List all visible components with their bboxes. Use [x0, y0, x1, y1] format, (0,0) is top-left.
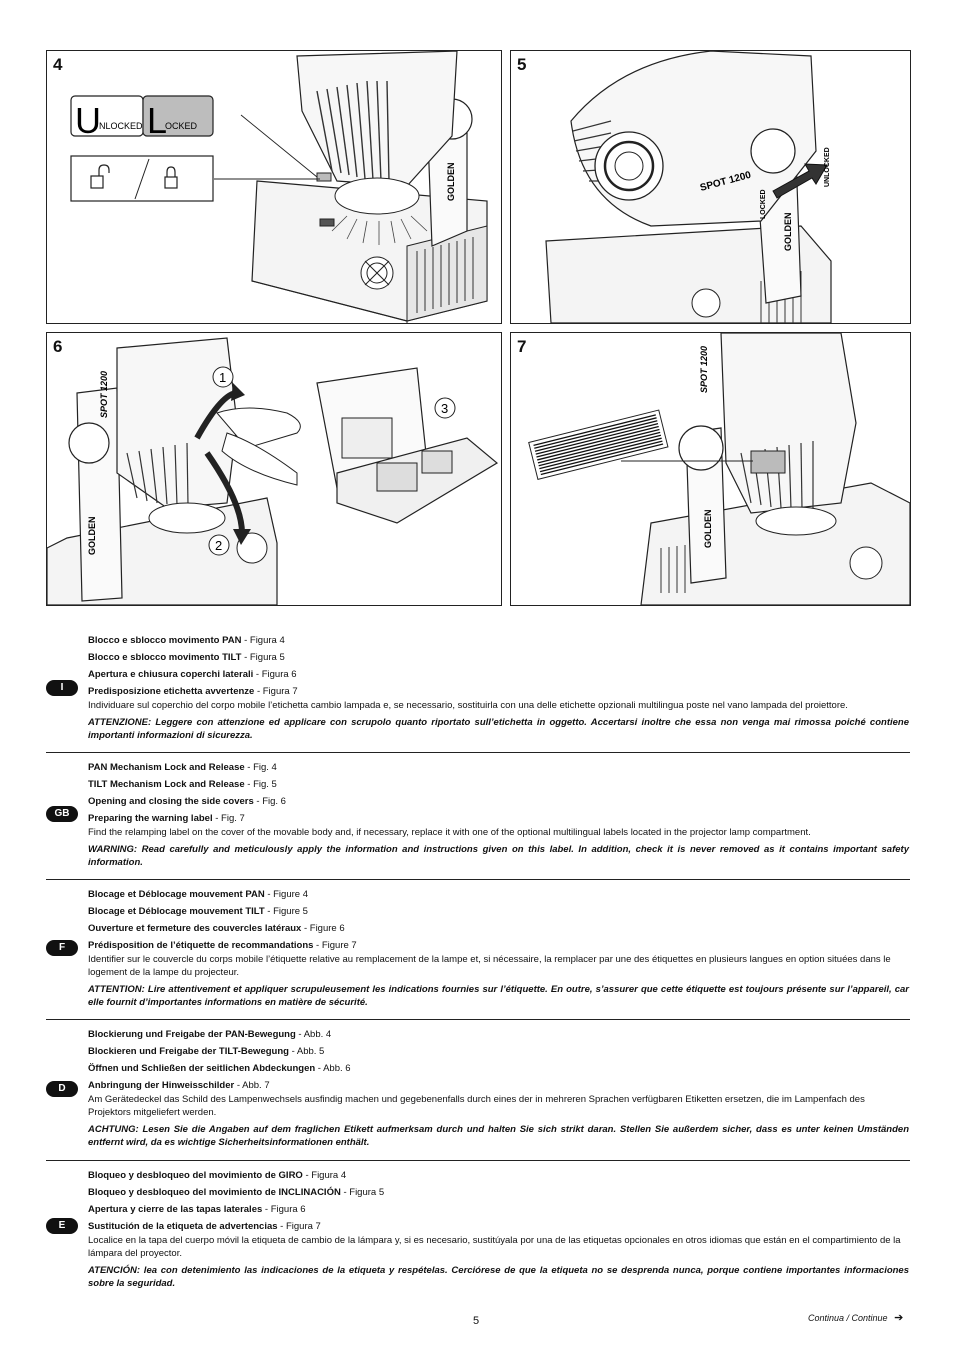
locked-small-text: OCKED	[165, 121, 198, 131]
section-spanish: E Bloqueo y desbloqueo del movimiento de…	[46, 1169, 910, 1294]
instruction-item: Apertura y cierre de las tapas laterales…	[88, 1204, 306, 1215]
warning-text: ATTENTION: Lire attentivement et appliqu…	[88, 984, 909, 1008]
warning-text: ATENCIÓN: lea con detenimiento las indic…	[88, 1265, 909, 1289]
continue-text: Continua / Continue	[808, 1313, 888, 1323]
golden-label: GOLDEN	[446, 162, 456, 201]
section-divider	[46, 879, 910, 880]
section-english: GB PAN Mechanism Lock and Release - Fig.…	[46, 761, 910, 871]
lang-badge: F	[46, 940, 78, 956]
instruction-item: Opening and closing the side covers - Fi…	[88, 796, 286, 807]
locked-padlock-icon	[164, 166, 178, 189]
step-2-number: 2	[215, 538, 222, 553]
golden-label: GOLDEN	[783, 212, 793, 251]
figure-4: GOLDEN U NLOCKED L OCKED	[46, 50, 502, 324]
section-divider	[46, 752, 910, 753]
figure-number: 6	[53, 337, 63, 356]
figure-7-drawing: SPOT 1200 GOLDEN	[528, 333, 910, 605]
instruction-description: Individuare sul coperchio del corpo mobi…	[88, 700, 848, 711]
instruction-description: Am Gerätedeckel das Schild des Lampenwec…	[88, 1094, 865, 1118]
instruction-item: Anbringung der Hinweisschilder - Abb. 7	[88, 1080, 270, 1091]
instruction-item: Ouverture et fermeture des couvercles la…	[88, 923, 345, 934]
instruction-item: Bloqueo y desbloqueo del movimiento de G…	[88, 1170, 347, 1181]
instruction-item: Bloqueo y desbloqueo del movimiento de I…	[88, 1187, 385, 1198]
instruction-item: Blockieren und Freigabe der TILT-Bewegun…	[88, 1046, 325, 1057]
lang-badge: E	[46, 1218, 78, 1234]
figure-6: SPOT 1200 GOLDEN 1 2 3 6	[46, 332, 502, 606]
figure-7: SPOT 1200 GOLDEN 7	[510, 332, 911, 606]
instruction-item: Blocco e sblocco movimento PAN - Figura …	[88, 635, 285, 646]
warning-label-sample	[528, 409, 669, 480]
instruction-item: Blocage et Déblocage mouvement PAN - Fig…	[88, 889, 308, 900]
warning-text: ACHTUNG: Lesen Sie die Angaben auf dem f…	[88, 1124, 909, 1148]
instruction-item: Sustitución de la etiqueta de advertenci…	[88, 1221, 321, 1232]
figure-number: 7	[517, 337, 527, 356]
section-german: D Blockierung und Freigabe der PAN-Beweg…	[46, 1028, 910, 1153]
spot-label: SPOT 1200	[699, 346, 709, 393]
section-french: F Blocage et Déblocage mouvement PAN - F…	[46, 888, 910, 1013]
unlocked-padlock-icon	[90, 164, 110, 189]
instruction-item: Preparing the warning label - Fig. 7	[88, 813, 245, 824]
instruction-description: Identifier sur le couvercle du corps mob…	[88, 954, 891, 978]
continue-link[interactable]: Continua / Continue ➔	[808, 1311, 903, 1324]
figure-number: 4	[53, 55, 63, 74]
figure-4-drawing: GOLDEN U NLOCKED L OCKED	[70, 51, 488, 323]
section-divider	[46, 1019, 910, 1020]
page-number: 5	[473, 1315, 480, 1327]
figure-5-drawing: GOLDEN SPOT 1200 LOCKED UNLOCKED	[545, 51, 832, 323]
warning-text: ATTENZIONE: Leggere con attenzione ed ap…	[88, 717, 909, 741]
instruction-description: Find the relamping label on the cover of…	[88, 827, 811, 838]
instruction-item: TILT Mechanism Lock and Release - Fig. 5	[88, 779, 277, 790]
lang-badge: D	[46, 1081, 78, 1097]
unlocked-big-letter: U	[75, 100, 101, 141]
instruction-item: Öffnen und Schließen der seitlichen Abde…	[88, 1063, 351, 1074]
step-1-number: 1	[219, 370, 226, 385]
section-italian: I Blocco e sblocco movimento PAN - Figur…	[46, 634, 910, 744]
unlocked-label: UNLOCKED	[824, 147, 831, 187]
figure-5: GOLDEN SPOT 1200 LOCKED UNLOCKED 5	[510, 50, 911, 324]
section-divider	[46, 1160, 910, 1161]
figure-number: 5	[517, 55, 527, 74]
step-3-number: 3	[441, 401, 448, 416]
instruction-item: Prédisposition de l’étiquette de recomma…	[88, 940, 357, 951]
figure-6-drawing: SPOT 1200 GOLDEN 1 2 3	[47, 337, 499, 605]
spot-label: SPOT 1200	[99, 371, 109, 418]
instruction-item: Predisposizione etichetta avvertenze - F…	[88, 686, 298, 697]
locked-big-letter: L	[147, 100, 167, 141]
arrow-right-icon: ➔	[894, 1312, 904, 1324]
unlocked-small-text: NLOCKED	[99, 121, 143, 131]
golden-label: GOLDEN	[87, 516, 97, 555]
locked-label: LOCKED	[760, 189, 767, 219]
instruction-item: PAN Mechanism Lock and Release - Fig. 4	[88, 762, 277, 773]
instruction-item: Blocco e sblocco movimento TILT - Figura…	[88, 652, 285, 663]
lang-badge: I	[46, 680, 78, 696]
instruction-description: Localice en la tapa del cuerpo móvil la …	[88, 1235, 901, 1259]
golden-label: GOLDEN	[703, 509, 713, 548]
instruction-item: Apertura e chiusura coperchi laterali - …	[88, 669, 297, 680]
instruction-item: Blocage et Déblocage mouvement TILT - Fi…	[88, 906, 308, 917]
lang-badge: GB	[46, 806, 78, 822]
warning-text: WARNING: Read carefully and meticulously…	[88, 844, 909, 868]
instruction-item: Blockierung und Freigabe der PAN-Bewegun…	[88, 1029, 332, 1040]
